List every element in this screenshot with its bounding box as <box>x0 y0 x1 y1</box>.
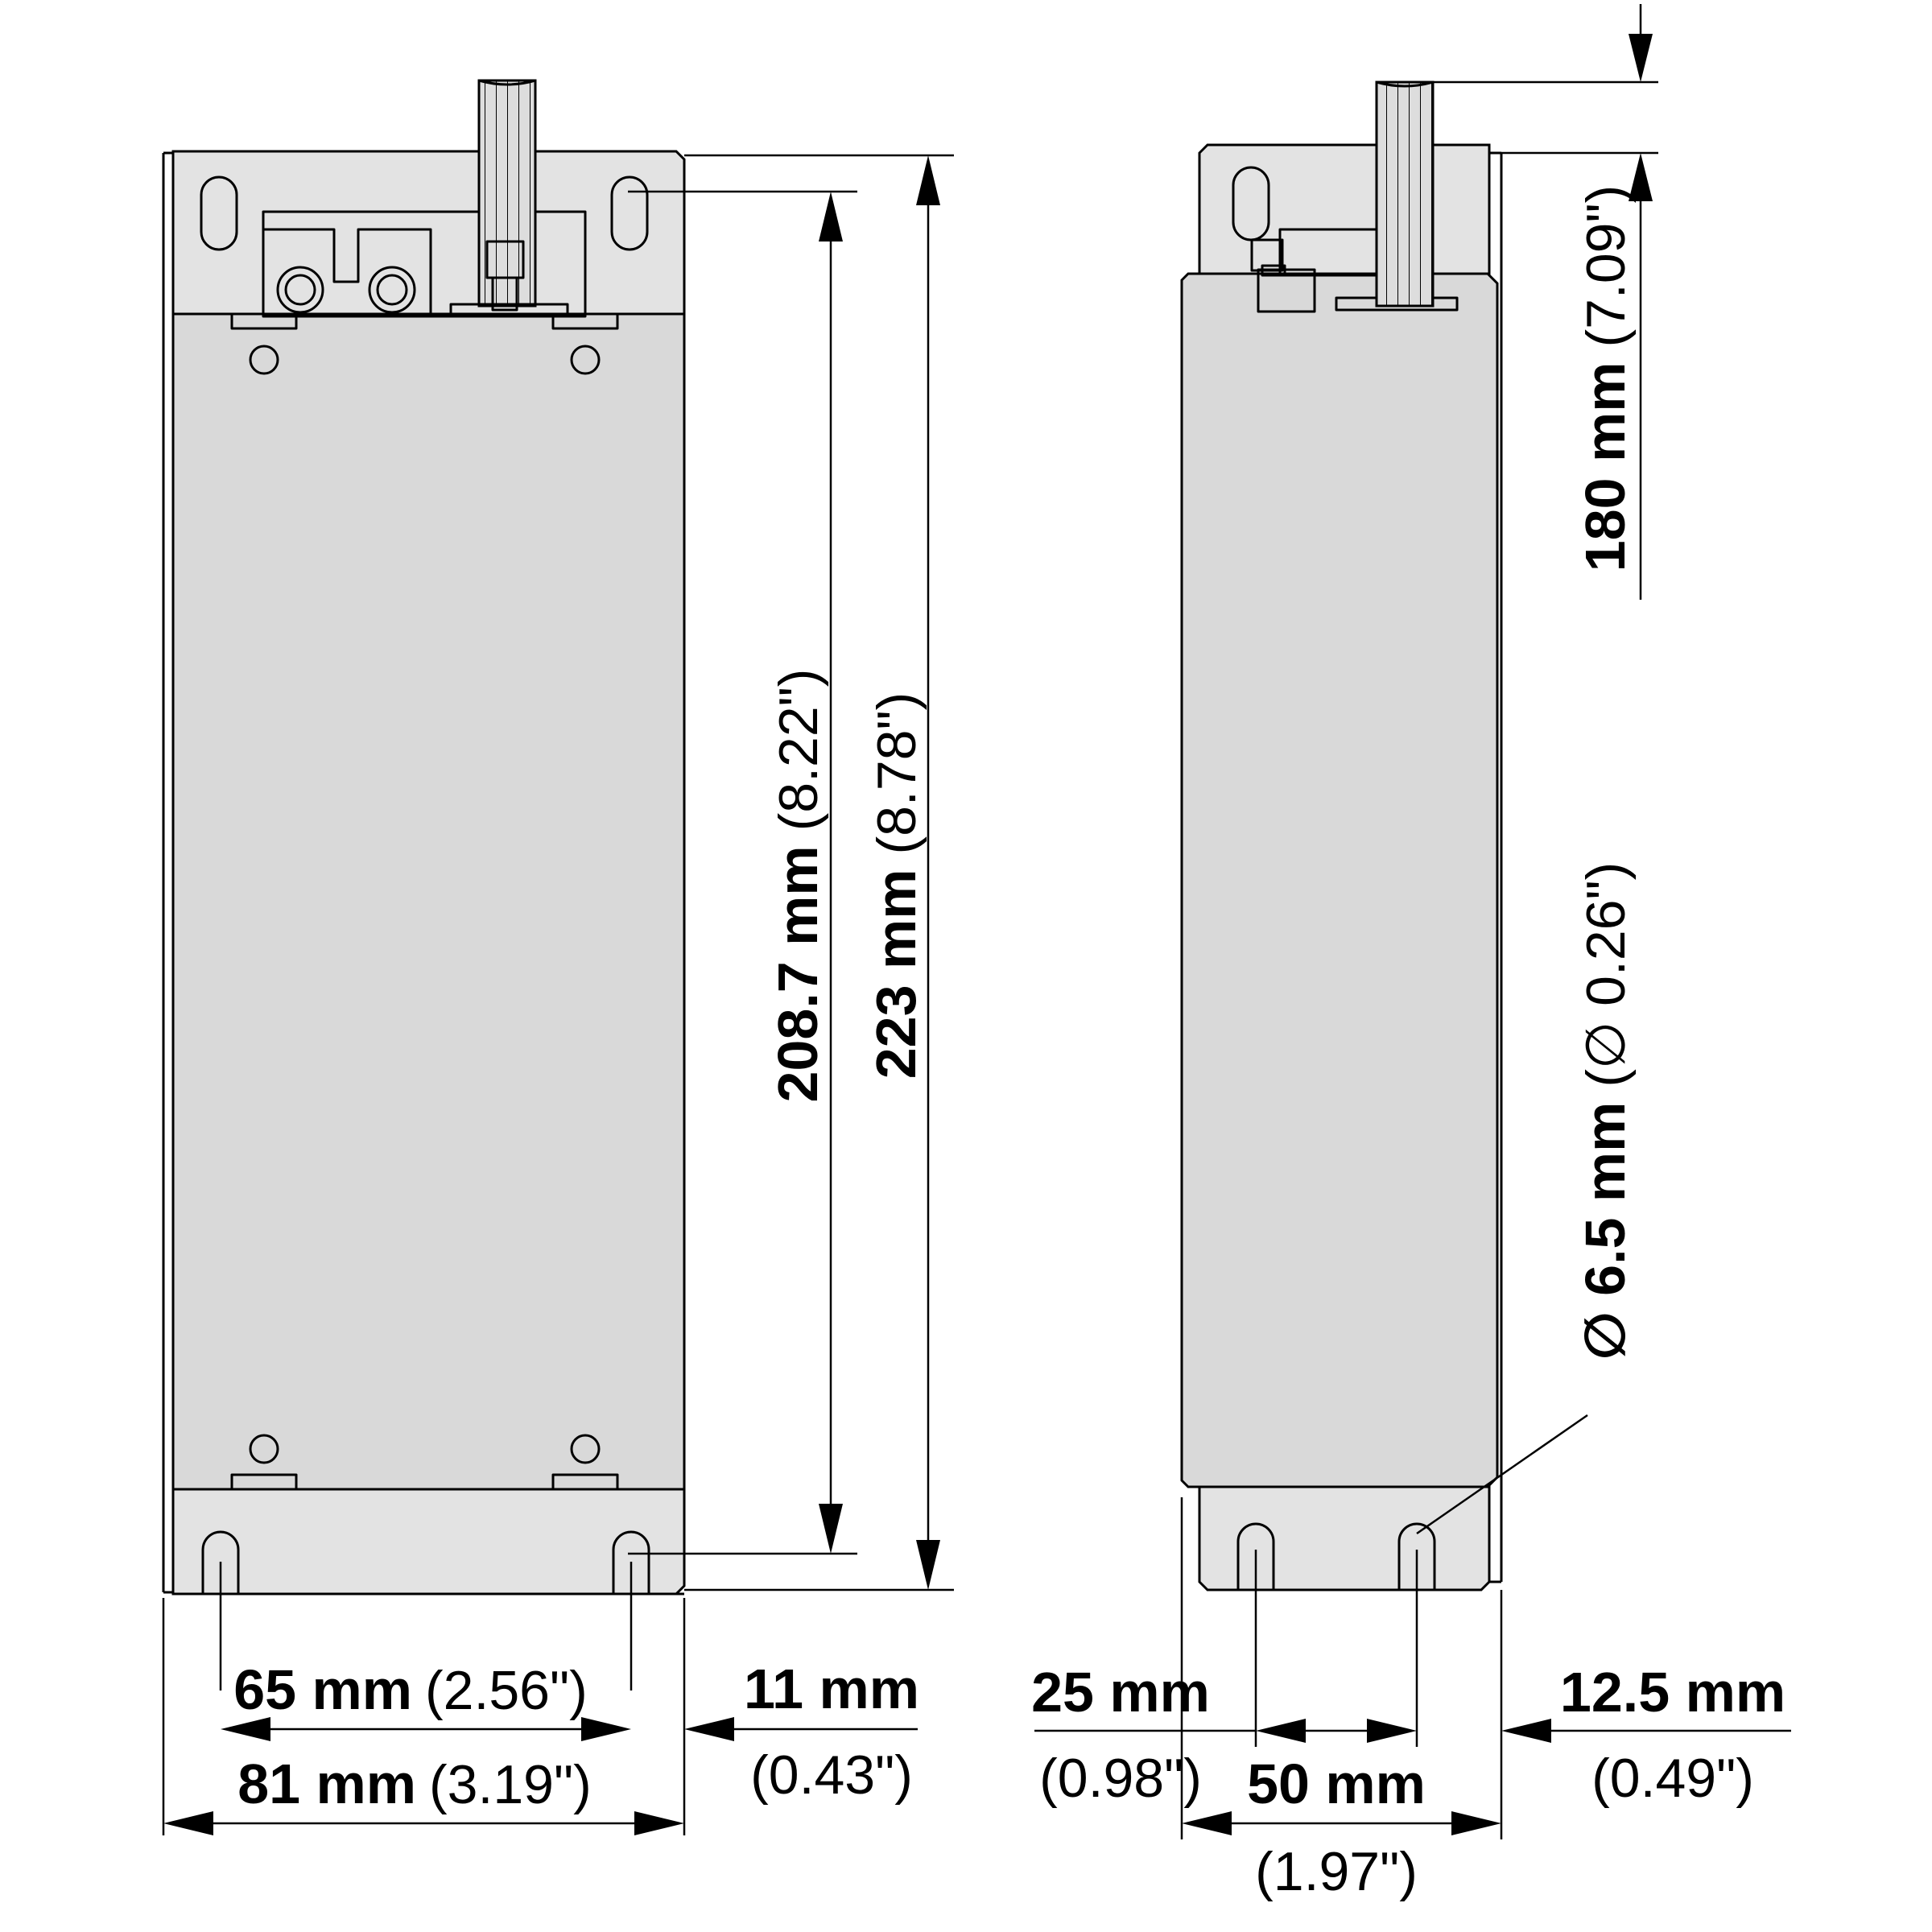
side-horizontal-dimensions: 25 mm (0.98") 12.5 mm (0.49") 50 mm (1.9… <box>1031 1497 1791 1902</box>
front-cable <box>477 79 537 308</box>
mounting-slot-top-left <box>200 175 238 251</box>
arrowhead <box>819 1504 843 1554</box>
side-filter-body <box>1180 272 1499 1488</box>
mounting-slot-bottom-left <box>201 1530 240 1594</box>
arrowhead <box>1501 1719 1551 1743</box>
dim-label-50-imperial: (1.97") <box>1255 1841 1418 1902</box>
side-mounting-slot-bottom-left <box>1236 1522 1275 1590</box>
arrowhead <box>916 1540 940 1590</box>
arrowhead <box>634 1811 684 1835</box>
side-vertical-dimension: 180 mm (7.09") <box>1433 4 1658 600</box>
dim-label-12-5-imperial: (0.49") <box>1591 1748 1754 1809</box>
dim-label-11-metric: 11 mm <box>744 1657 919 1720</box>
front-tab-bottom-left <box>230 1473 298 1491</box>
front-horizontal-dimensions: 65 mm (2.56") 81 mm (3.19") 11 mm (0.43"… <box>162 1562 919 1835</box>
terminal-block <box>262 210 587 318</box>
side-cable <box>1375 80 1435 308</box>
dim-label-65: 65 mm (2.56") <box>233 1658 588 1721</box>
dim-label-hole-diameter: ∅ 6.5 mm (∅ 0.26") <box>1574 862 1637 1360</box>
rivet-bottom-left <box>249 1434 279 1464</box>
dim-label-12-5-metric: 12.5 mm <box>1560 1661 1785 1724</box>
arrowhead <box>916 155 940 205</box>
arrowhead <box>1629 153 1653 201</box>
mounting-slot-bottom-right <box>612 1530 650 1594</box>
front-vertical-dimensions: 208.7 mm (8.22") 223 mm (8.78") <box>628 154 954 1591</box>
front-tab-top-right <box>551 312 619 330</box>
dim-label-208-7: 208.7 mm (8.22") <box>766 669 829 1103</box>
arrowhead <box>581 1717 631 1741</box>
terminal-screw-2 <box>368 266 416 314</box>
dim-label-180: 180 mm (7.09") <box>1574 185 1637 572</box>
dim-label-25-metric: 25 mm <box>1031 1661 1210 1724</box>
rivet-bottom-right <box>570 1434 601 1464</box>
dim-label-50-metric: 50 mm <box>1247 1752 1426 1815</box>
front-tab-bottom-right <box>551 1473 619 1491</box>
arrowhead <box>221 1717 270 1741</box>
dim-label-223: 223 mm (8.78") <box>865 692 927 1080</box>
rivet-top-left <box>249 345 279 375</box>
dim-label-81: 81 mm (3.19") <box>237 1752 592 1815</box>
front-tab-top-left <box>230 312 298 330</box>
arrowhead <box>819 192 843 242</box>
front-filter-body <box>171 312 686 1491</box>
terminal-screw-1 <box>276 266 324 314</box>
rivet-top-right <box>570 345 601 375</box>
arrowhead <box>1367 1719 1417 1743</box>
arrowhead <box>163 1811 213 1835</box>
terminal-block-detail <box>263 228 432 316</box>
dim-label-11-imperial: (0.43") <box>750 1744 913 1806</box>
front-view <box>162 79 686 1596</box>
arrowhead <box>1451 1811 1501 1835</box>
mounting-slot-top-right <box>610 175 649 251</box>
side-mounting-slot-bottom-right <box>1397 1522 1436 1590</box>
arrowhead <box>1629 34 1653 82</box>
arrowhead <box>1256 1719 1306 1743</box>
dim-label-25-imperial: (0.98") <box>1039 1748 1202 1809</box>
leader-line <box>1416 1414 1588 1535</box>
side-view <box>1180 80 1503 1591</box>
arrowhead <box>1182 1811 1232 1835</box>
hole-diameter-callout: ∅ 6.5 mm (∅ 0.26") <box>1416 862 1637 1535</box>
arrowhead <box>684 1717 734 1741</box>
